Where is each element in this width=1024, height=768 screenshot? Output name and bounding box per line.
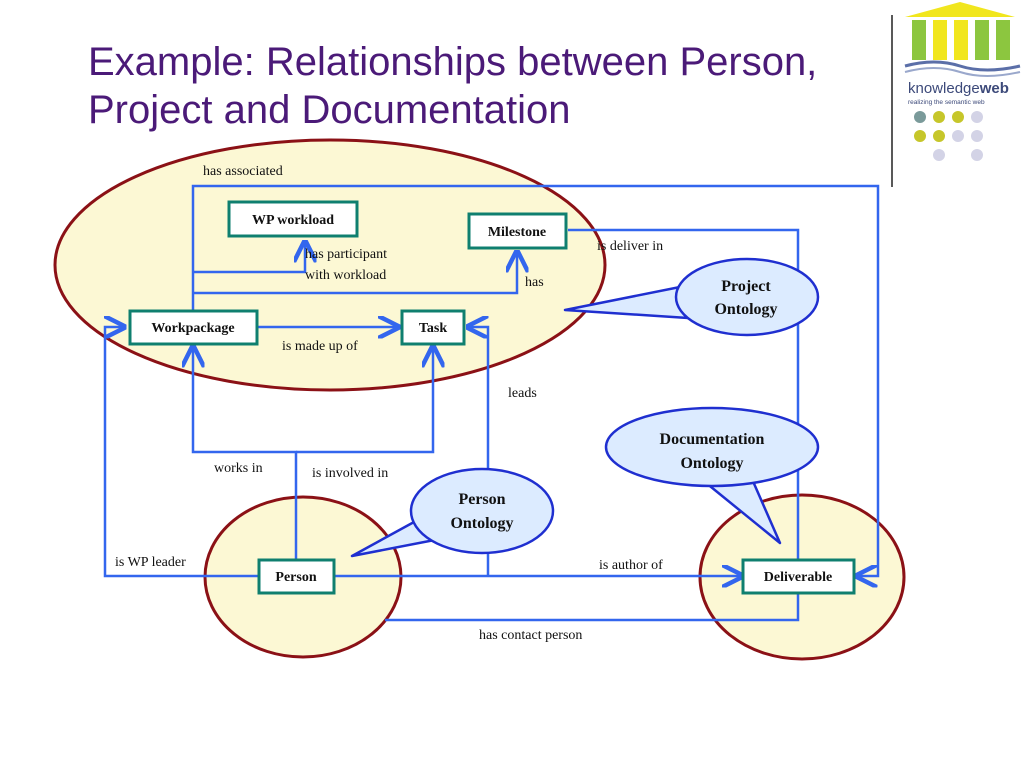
node-deliverable: Deliverable: [741, 558, 856, 595]
slide-title-line-2: Project and Documentation: [88, 88, 571, 132]
logo-column: [912, 20, 926, 60]
edge-has-contact-person: [385, 592, 800, 622]
label-is-deliver-in: is deliver in: [597, 239, 663, 254]
logo-dot: [914, 130, 926, 142]
logo-roof: [905, 2, 1015, 17]
callout-person-line-2: Ontology: [450, 515, 513, 532]
edge-has-associated: [191, 184, 880, 576]
node-wp-workload: WP workload: [227, 200, 359, 238]
node-milestone-label: Milestone: [488, 225, 546, 240]
logo-wave: [904, 60, 1021, 72]
logo-dot: [971, 130, 983, 142]
logo-column: [996, 20, 1010, 60]
logo-tagline: realizing the semantic web: [908, 99, 985, 106]
logo-dot: [971, 111, 983, 123]
node-person: Person: [257, 558, 336, 595]
label-with-workload: with workload: [305, 268, 386, 283]
callout-project-line-2: Ontology: [714, 301, 777, 318]
logo-dot: [933, 130, 945, 142]
label-has-contact-person: has contact person: [479, 628, 582, 643]
callout-project-ontology: Project Ontology: [563, 257, 820, 337]
logo-name: knowledgeweb: [908, 80, 1009, 97]
edge-is-wp-leader: [103, 327, 258, 578]
node-workpackage: Workpackage: [128, 309, 259, 346]
logo-column: [933, 20, 947, 60]
label-has-participant: has participant: [305, 247, 387, 262]
callout-person-ontology: Person Ontology: [350, 467, 555, 558]
logo-dot: [952, 130, 964, 142]
label-is-wp-leader: is WP leader: [115, 555, 186, 570]
knowledgeweb-logo: knowledgeweb realizing the semantic web: [891, 2, 1021, 187]
logo-dot: [933, 149, 945, 161]
node-task-label: Task: [419, 321, 448, 336]
callout-documentation-ontology: Documentation Ontology: [604, 406, 820, 545]
logo-dot: [914, 111, 926, 123]
logo-wave: [904, 67, 1021, 77]
logo-dot: [971, 149, 983, 161]
edge-has-participant: [193, 242, 305, 274]
label-works-in: works in: [214, 461, 263, 476]
slide-title-line-1: Example: Relationships between Person,: [88, 40, 818, 84]
label-is-involved-in: is involved in: [312, 466, 388, 481]
node-milestone: Milestone: [467, 212, 568, 250]
callout-person-line-1: Person: [458, 491, 505, 508]
node-task: Task: [400, 309, 466, 346]
edge-is-involved-in: [296, 347, 433, 454]
edge-has-milestone: [193, 252, 517, 295]
node-person-label: Person: [275, 570, 316, 585]
logo-dot: [952, 111, 964, 123]
node-wp-workload-label: WP workload: [252, 213, 334, 228]
callout-project-line-1: Project: [721, 278, 771, 295]
node-deliverable-label: Deliverable: [764, 570, 832, 585]
node-workpackage-label: Workpackage: [151, 321, 234, 336]
callout-documentation-line-1: Documentation: [660, 431, 765, 448]
label-is-author-of: is author of: [599, 558, 663, 573]
label-is-made-up-of: is made up of: [282, 339, 358, 354]
label-has: has: [525, 275, 544, 290]
logo-dot: [933, 111, 945, 123]
logo-column: [975, 20, 989, 60]
label-has-associated: has associated: [203, 164, 283, 179]
callout-documentation-line-2: Ontology: [680, 455, 743, 472]
label-leads: leads: [508, 386, 537, 401]
logo-column: [954, 20, 968, 60]
slide-title: Example: Relationships between Person, P…: [88, 38, 888, 134]
edge-works-in: [193, 347, 298, 562]
